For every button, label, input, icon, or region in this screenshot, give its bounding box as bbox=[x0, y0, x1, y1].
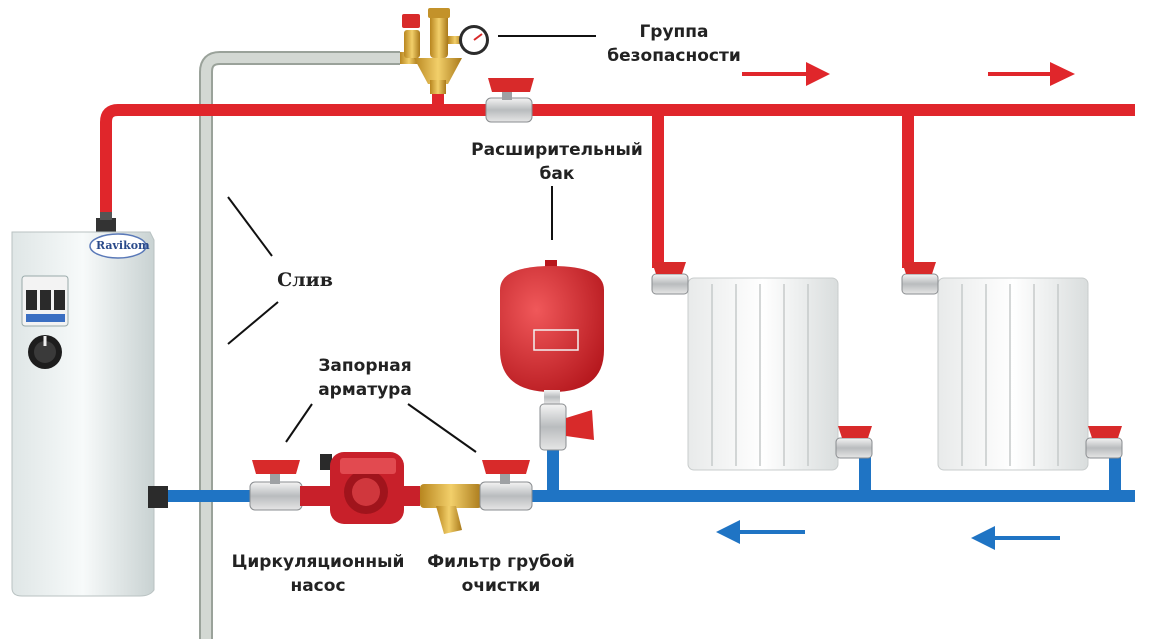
shutoff-valves-label: Запорная арматура bbox=[290, 354, 440, 402]
drain-label: Слив bbox=[277, 269, 333, 291]
safety-group-label-line1: Группа bbox=[639, 22, 709, 42]
gauge-icon bbox=[459, 25, 489, 55]
safety-group-label-line2: безопасности bbox=[607, 46, 741, 66]
shutoff-valves-label-line1: Запорная bbox=[318, 356, 412, 376]
safety-group bbox=[400, 8, 489, 94]
arrow-right-icon bbox=[988, 62, 1075, 86]
brand-badge bbox=[89, 233, 147, 259]
electric-boiler bbox=[11, 212, 168, 597]
coarse-filter bbox=[420, 484, 482, 534]
arrow-left-icon bbox=[716, 520, 805, 544]
radiator-1 bbox=[651, 262, 873, 471]
circulation-pump-label: Циркуляционный насос bbox=[222, 550, 414, 598]
expansion-tank-label-line2: бак bbox=[539, 164, 575, 184]
coarse-filter-label-line2: очистки bbox=[461, 576, 541, 596]
arrow-right-icon bbox=[742, 62, 830, 86]
supply-arrows bbox=[742, 62, 1075, 86]
circulation-pump-label-line1: Циркуляционный bbox=[231, 552, 405, 572]
drain-pipe-inner bbox=[201, 53, 400, 639]
circulation-pump-label-line2: насос bbox=[290, 576, 346, 596]
shutoff-valve-left bbox=[249, 460, 303, 511]
circulation-pump bbox=[300, 452, 420, 524]
expansion-tank bbox=[500, 260, 604, 451]
safety-group-label: Группа безопасности bbox=[600, 20, 748, 68]
leader-lines bbox=[227, 35, 596, 453]
coarse-filter-label: Фильтр грубой очистки bbox=[420, 550, 582, 598]
shutoff-valves-label-line2: арматура bbox=[318, 380, 412, 400]
arrow-left-icon bbox=[971, 526, 1060, 550]
dial-icon bbox=[28, 335, 62, 369]
leader-drain-lower bbox=[227, 301, 279, 345]
return-arrows bbox=[716, 520, 1060, 550]
leader-valves-left bbox=[285, 403, 313, 443]
radiator-2 bbox=[901, 262, 1123, 471]
expansion-tank-label: Расширительный бак bbox=[462, 138, 652, 186]
coarse-filter-label-line1: Фильтр грубой bbox=[427, 552, 575, 572]
boiler-brand-label: Ravikom bbox=[96, 239, 150, 252]
supply-ball-valve bbox=[485, 78, 534, 123]
leader-drain-upper bbox=[227, 196, 273, 257]
leader-valves-right bbox=[407, 403, 477, 453]
expansion-tank-label-line1: Расширительный bbox=[471, 140, 643, 160]
supply-pipes bbox=[100, 88, 1135, 268]
shutoff-valve-right bbox=[479, 460, 533, 511]
